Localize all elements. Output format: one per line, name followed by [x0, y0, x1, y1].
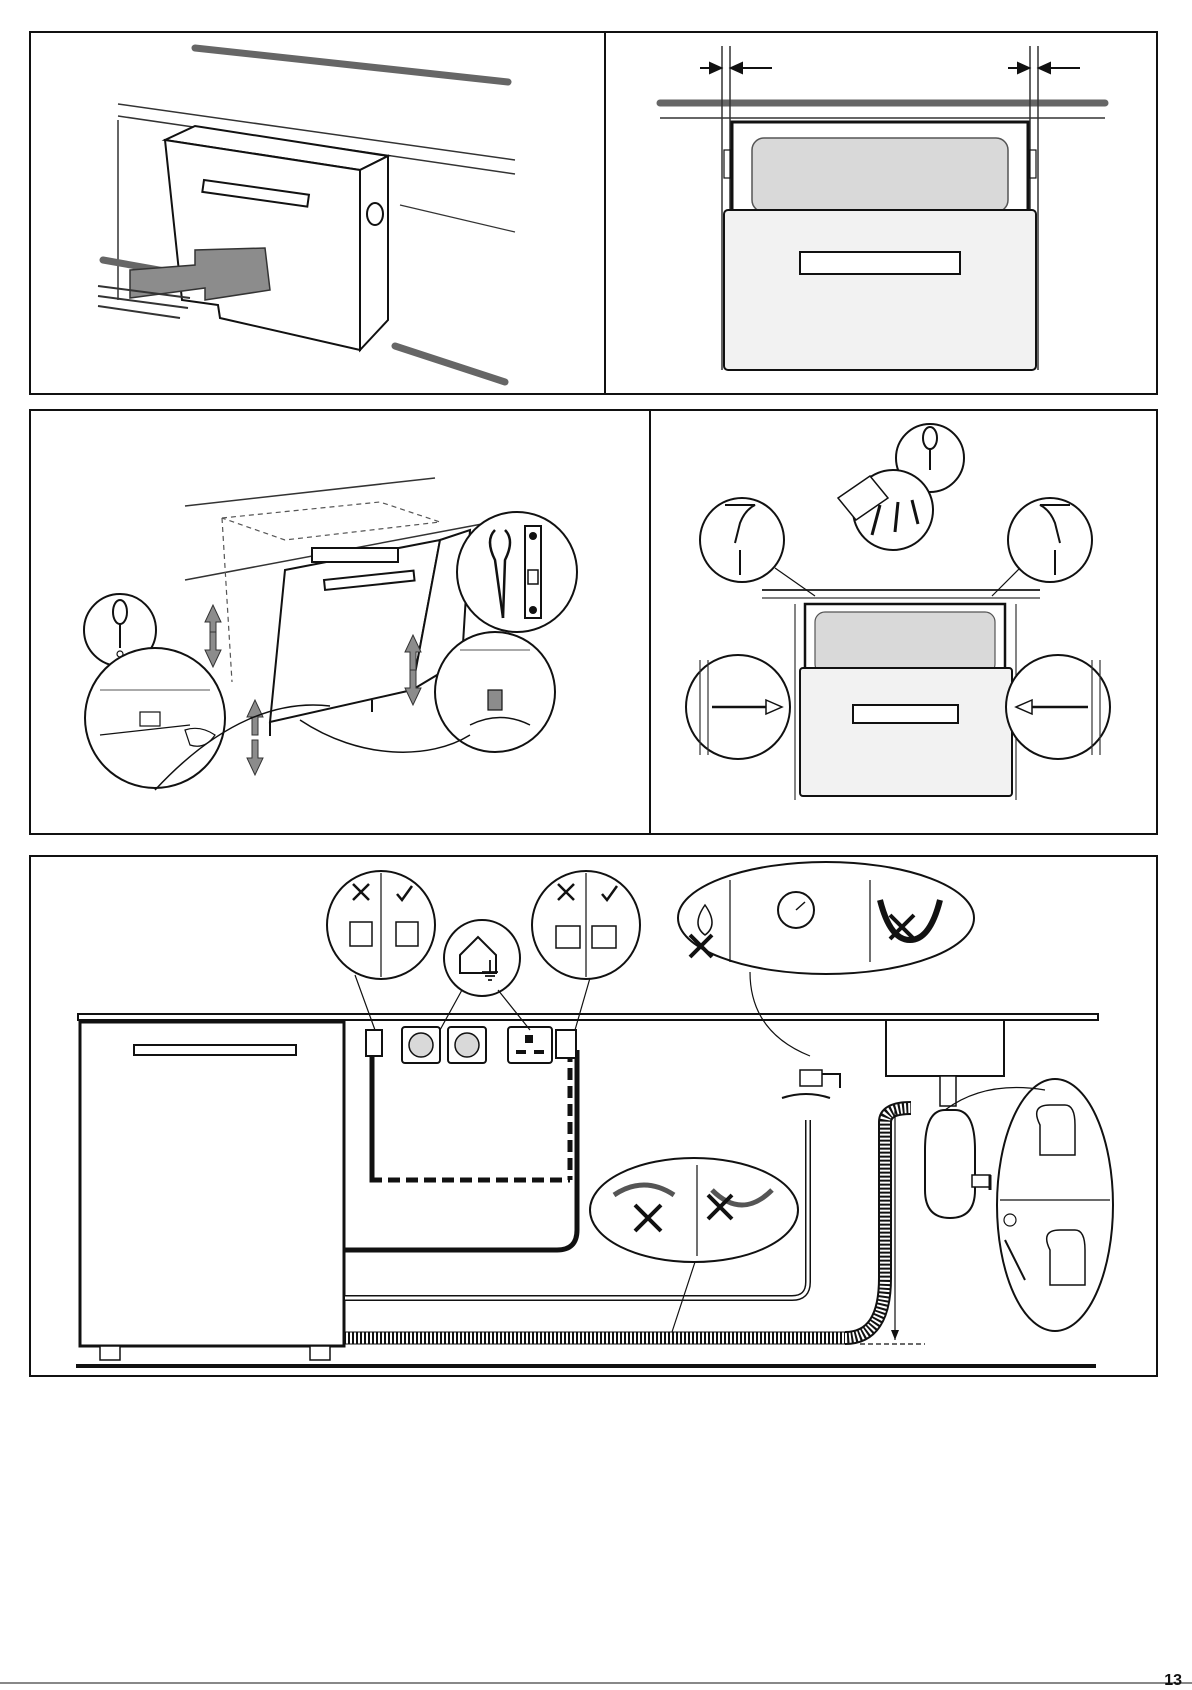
panel-side-gap [605, 32, 1157, 394]
panel-level-adjust [30, 410, 650, 834]
page-number: 13 [1164, 1672, 1182, 1690]
panel-connections [30, 856, 1157, 1376]
panel-push-in [30, 32, 605, 394]
panel-fix-screws [650, 410, 1157, 834]
